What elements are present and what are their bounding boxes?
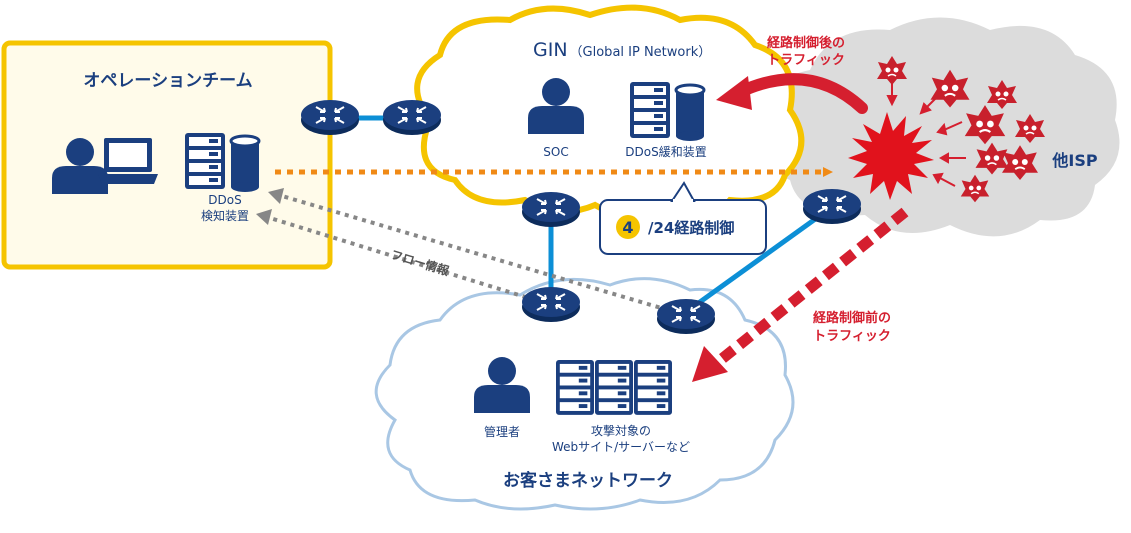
router-icon-4: [521, 286, 581, 323]
link-router5-router6: [684, 204, 834, 315]
after-control-arrowhead: [716, 76, 752, 110]
target-label-2: Webサイト/サーバーなど: [552, 440, 690, 454]
ddos-detector-cylinder-icon: [229, 134, 261, 194]
mitigation-cylinder-icon: [674, 83, 706, 143]
flow-info-label: フロー情報: [389, 247, 452, 279]
gin-cloud: [414, 4, 805, 220]
router-icon-5: [802, 188, 862, 225]
attack-burst: [848, 112, 934, 200]
other-isp-label: 他ISP: [1051, 151, 1097, 170]
router-icon-2: [382, 99, 442, 136]
other-isp-cloud: [758, 17, 1120, 237]
ddos-detector-label-2: 検知装置: [201, 209, 249, 223]
callout-text: /24経路制御: [648, 219, 734, 237]
ddos-detector-label-1: DDoS: [208, 193, 241, 207]
laptop-icon: [98, 138, 158, 184]
router-icon-3: [521, 191, 581, 228]
gin-title: GIN（Global IP Network）: [533, 39, 711, 61]
router-icon-6: [656, 298, 716, 335]
traffic-after-line2: トラフィック: [767, 53, 845, 68]
route-control-callout: 4 /24経路制御: [599, 181, 767, 255]
target-label-1: 攻撃対象の: [591, 423, 651, 438]
customer-network-title: お客さまネットワーク: [503, 470, 673, 491]
traffic-before-line1: 経路制御前の: [813, 310, 891, 326]
traffic-before-line2: トラフィック: [813, 329, 891, 344]
mitigation-label: DDoS緩和装置: [625, 145, 706, 159]
traffic-after-line1: 経路制御後の: [767, 35, 845, 51]
gin-title-sub: （Global IP Network）: [570, 45, 712, 60]
soc-label: SOC: [543, 145, 568, 159]
gin-title-main: GIN: [533, 39, 568, 61]
callout-badge-number: 4: [622, 218, 633, 237]
flow-info-arrowhead-1: [268, 188, 284, 204]
ddos-detector-rack-icon: [185, 133, 225, 189]
target-servers-icon: [556, 360, 672, 415]
operation-team-box: [1, 40, 333, 270]
before-control-arrowhead: [692, 346, 728, 382]
operation-team-title: オペレーションチーム: [83, 71, 252, 91]
before-control-arrow: [714, 207, 909, 367]
flow-info-arrow-2: [269, 216, 536, 302]
admin-label: 管理者: [484, 424, 520, 439]
after-control-arrow: [734, 73, 868, 114]
flow-info-arrow-1: [281, 194, 669, 312]
mitigation-rack-icon: [630, 82, 670, 138]
router-icon-1: [300, 99, 360, 136]
flow-info-arrowhead-2: [256, 209, 272, 225]
callout-badge: [616, 215, 640, 239]
